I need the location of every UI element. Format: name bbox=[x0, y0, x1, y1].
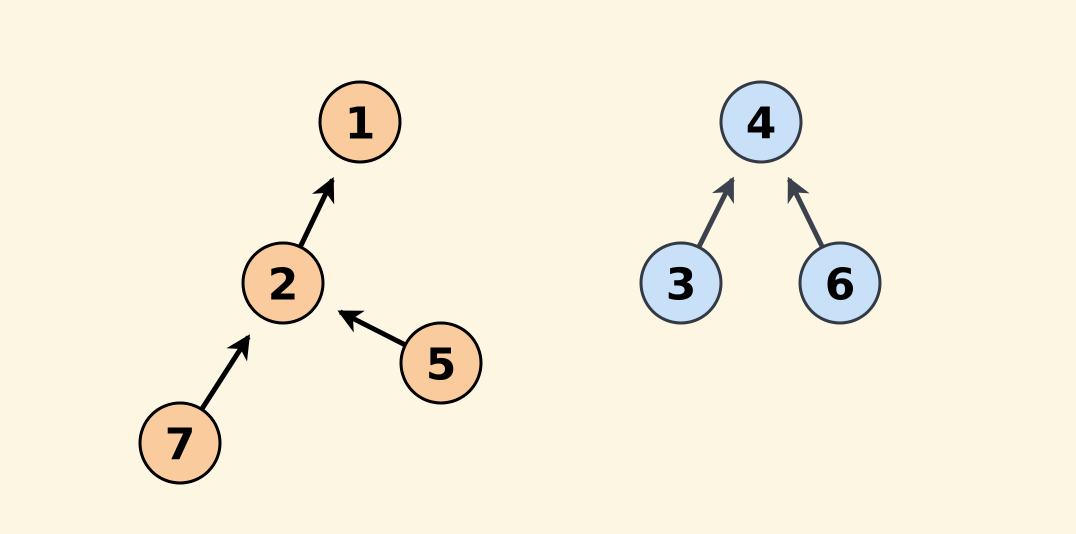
node-circle[interactable] bbox=[138, 401, 222, 485]
graph-node-7[interactable]: 7 bbox=[138, 401, 222, 485]
graph-edge-n7-to-n2 bbox=[200, 334, 251, 410]
node-circle[interactable] bbox=[639, 241, 723, 325]
edges-layer bbox=[200, 176, 825, 410]
graph-edge-n3-to-n4 bbox=[697, 176, 735, 248]
graph-node-6[interactable]: 6 bbox=[798, 241, 882, 325]
node-label: 7 bbox=[165, 420, 196, 471]
graph-node-4[interactable]: 4 bbox=[719, 80, 803, 164]
graph-edge-n2-to-n1 bbox=[298, 177, 335, 248]
graph-node-1[interactable]: 1 bbox=[318, 80, 402, 164]
graph-edge-n5-to-n2 bbox=[337, 309, 406, 347]
nodes-layer: 1 2 5 7 4 3 6 bbox=[138, 80, 882, 485]
node-circle[interactable] bbox=[719, 80, 803, 164]
node-label: 5 bbox=[426, 340, 457, 391]
node-circle[interactable] bbox=[798, 241, 882, 325]
graph-node-2[interactable]: 2 bbox=[241, 241, 325, 325]
node-label: 2 bbox=[268, 260, 299, 311]
node-circle[interactable] bbox=[318, 80, 402, 164]
node-circle[interactable] bbox=[399, 321, 483, 405]
node-label: 3 bbox=[666, 260, 697, 311]
node-label: 6 bbox=[825, 260, 856, 311]
graph-node-3[interactable]: 3 bbox=[639, 241, 723, 325]
node-label: 4 bbox=[746, 99, 777, 150]
node-label: 1 bbox=[345, 99, 376, 150]
node-circle[interactable] bbox=[241, 241, 325, 325]
graph-node-5[interactable]: 5 bbox=[399, 321, 483, 405]
graph-edge-n6-to-n4 bbox=[786, 176, 825, 248]
